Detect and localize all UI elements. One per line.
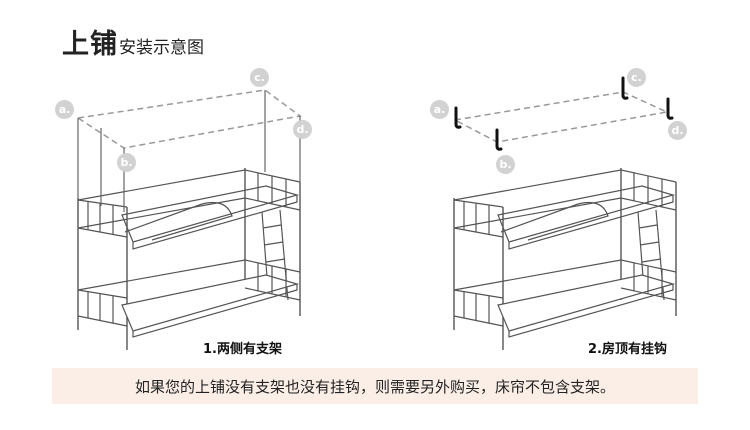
label-d-1: d. xyxy=(293,120,312,139)
label-b-1: b. xyxy=(117,153,136,172)
label-d-2: d. xyxy=(668,121,687,140)
title-main: 上铺 xyxy=(62,29,118,60)
page-title: 上铺安装示意图 xyxy=(62,22,204,61)
hook-icon xyxy=(454,76,674,151)
purchase-note: 如果您的上铺没有支架也没有挂钩，则需要另外购买，床帘不包含支架。 xyxy=(52,368,698,404)
title-sub: 安装示意图 xyxy=(119,38,204,58)
label-c-2: c. xyxy=(627,68,646,87)
canopy-frame xyxy=(75,89,302,212)
caption-option-1: 1.两侧有支架 xyxy=(203,342,282,357)
label-a-2: a. xyxy=(430,100,449,119)
label-a-1: a. xyxy=(55,100,74,119)
bed-frame-left xyxy=(77,167,301,351)
ceiling-rope xyxy=(452,91,670,143)
label-c-1: c. xyxy=(250,68,269,87)
bed-frame-right xyxy=(453,167,677,351)
label-b-2: b. xyxy=(496,155,515,174)
caption-option-2: 2.房顶有挂钩 xyxy=(588,342,667,357)
purchase-note-text: 如果您的上铺没有支架也没有挂钩，则需要另外购买，床帘不包含支架。 xyxy=(134,377,615,396)
